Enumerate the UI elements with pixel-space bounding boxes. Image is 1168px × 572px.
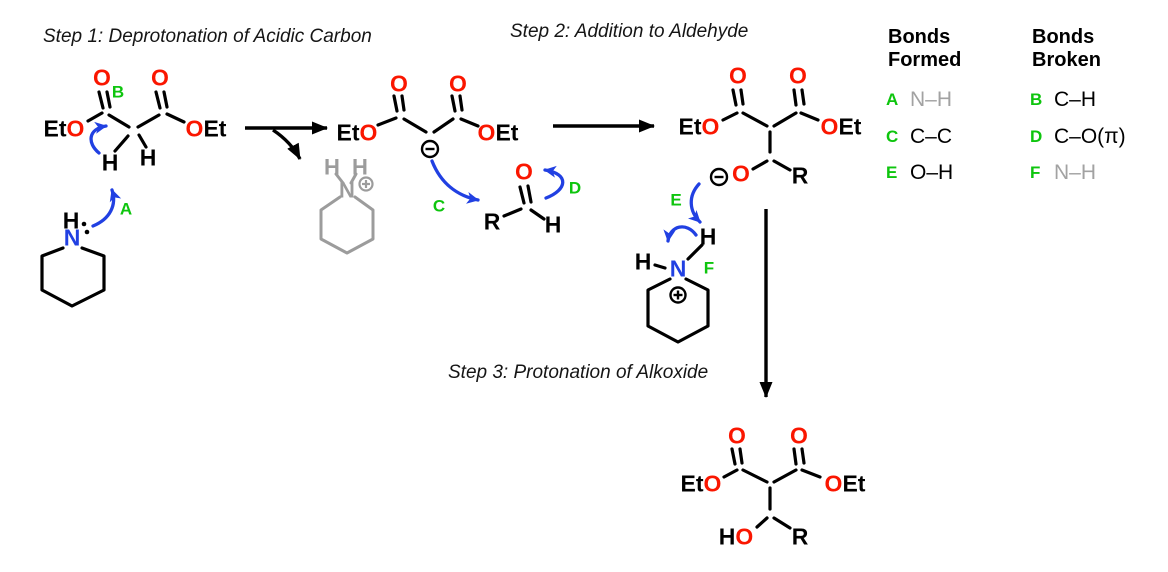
legend-bond: C–C [910, 124, 953, 148]
aldehyde-hydrogen-label: H [544, 211, 562, 238]
bonds-broken-header-line1: Bonds [1032, 26, 1095, 48]
amine-hydrogen-label: H [62, 207, 80, 234]
curved-arrow-a [91, 188, 122, 228]
legend-row-broken-f: F N–H [1030, 161, 1096, 183]
curved-arrow-e [687, 182, 702, 224]
curved-arrow-f [663, 225, 698, 243]
ethoxy-group-label: OEt [824, 470, 866, 497]
plus-charge-icon [669, 286, 687, 304]
step1-piperidine-ring [40, 246, 106, 308]
nitrogen-lone-pair-dots [81, 221, 90, 235]
ammonium-nitrogen-label: N [669, 255, 687, 282]
step1-malonate-skeleton [86, 90, 186, 153]
legend-key: C [886, 126, 899, 146]
aldehyde-oxygen-label: O [515, 158, 533, 185]
alkoxide-adduct-skeleton [721, 88, 820, 172]
ethoxy-group-label: OEt [820, 113, 862, 140]
step2-piperidinium-ring [646, 243, 710, 344]
bond-label-b: B [111, 82, 125, 102]
aldehyde-skeleton [502, 184, 546, 221]
alkoxide-oxygen-label: O [732, 160, 750, 187]
final-product-skeleton [722, 447, 822, 530]
aldehyde-r-group-label: R [483, 208, 501, 235]
carbonyl-oxygen-label: O [790, 422, 808, 449]
spectator-hydrogen-label: H [352, 154, 368, 180]
bonds-formed-header-line2: Formed [888, 49, 962, 71]
legend-bond: N–H [1054, 160, 1097, 184]
legend-bond: C–H [1054, 87, 1097, 111]
step2-title: Step 2: Addition to Aldehyde [510, 21, 749, 42]
ethoxy-group-label: EtO [43, 115, 85, 142]
carbonyl-oxygen-label: O [789, 62, 807, 89]
carbonyl-oxygen-label: O [390, 70, 408, 97]
legend-key: B [1030, 89, 1043, 109]
legend-row-formed-e: E O–H [886, 161, 953, 183]
legend-row-broken-d: D C–O(π) [1030, 125, 1126, 147]
piperidinium-spectator-ring [319, 172, 375, 255]
hydroxyl-group-label: HO [718, 523, 754, 550]
carbonyl-oxygen-label: O [93, 64, 111, 91]
spectator-nitrogen-label: N [339, 177, 355, 203]
legend-key: E [886, 162, 898, 182]
minus-charge-icon [709, 167, 729, 187]
bonds-formed-header: Bonds Formed [888, 26, 961, 72]
carbonyl-oxygen-label: O [449, 70, 467, 97]
legend-key: D [1030, 126, 1043, 146]
carbonyl-oxygen-label: O [151, 64, 169, 91]
r-group-label: R [791, 523, 809, 550]
bond-label-e: E [670, 190, 682, 210]
step3-title: Step 3: Protonation of Alkoxide [448, 362, 709, 383]
bond-label-c: C [432, 196, 446, 216]
legend-row-formed-c: C C–C [886, 125, 952, 147]
amine-nitrogen-label: N [63, 224, 81, 251]
ethoxy-group-label: EtO [680, 470, 722, 497]
bond-label-a: A [119, 199, 133, 219]
enolate-skeleton [376, 94, 480, 134]
byproduct-branch-arrow [272, 128, 302, 160]
plus-charge-icon [358, 176, 374, 192]
bonds-broken-header: Bonds Broken [1032, 26, 1101, 72]
legend-key: A [886, 89, 899, 109]
step1-title: Step 1: Deprotonation of Acidic Carbon [43, 26, 372, 47]
carbonyl-oxygen-label: O [729, 62, 747, 89]
minus-charge-icon [420, 139, 440, 159]
carbonyl-oxygen-label: O [728, 422, 746, 449]
ethoxy-group-label: EtO [678, 113, 720, 140]
bond-label-f: F [703, 258, 715, 278]
ethoxy-group-label: OEt [477, 119, 519, 146]
ethoxy-group-label: EtO [336, 119, 378, 146]
spectator-hydrogen-label: H [324, 154, 340, 180]
r-group-label: R [791, 162, 809, 189]
bonds-broken-header-line2: Broken [1032, 49, 1101, 71]
ammonium-hydrogen-label: H [699, 223, 717, 250]
bonds-formed-header-line1: Bonds [888, 26, 951, 48]
legend-key: F [1030, 162, 1041, 182]
legend-bond: N–H [910, 87, 953, 111]
legend-bond: C–O(π) [1054, 124, 1126, 148]
acidic-hydrogen-label: H [139, 144, 157, 171]
curved-arrow-b [89, 121, 108, 155]
legend-bond: O–H [910, 160, 954, 184]
ethoxy-group-label: OEt [185, 115, 227, 142]
legend-row-formed-a: A N–H [886, 88, 952, 110]
curved-arrow-c [430, 159, 480, 204]
ammonium-hydrogen-label: H [634, 248, 652, 275]
bond-label-d: D [568, 178, 582, 198]
legend-row-broken-b: B C–H [1030, 88, 1096, 110]
acidic-hydrogen-label: H [101, 149, 119, 176]
curved-arrow-d [543, 165, 565, 200]
